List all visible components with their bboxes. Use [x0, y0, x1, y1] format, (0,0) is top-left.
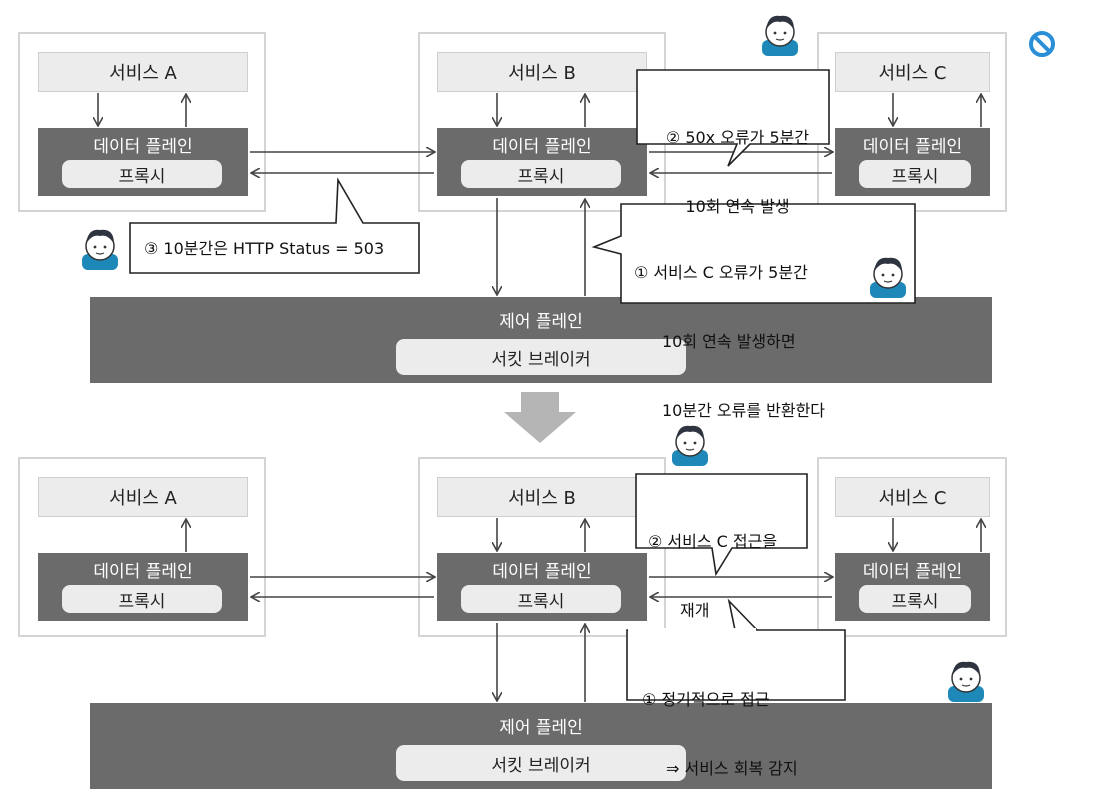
service-a-box: 서비스 A [38, 52, 248, 92]
data-plane-a: 데이터 플레인 프록시 [38, 553, 248, 621]
data-plane-b: 데이터 플레인 프록시 [437, 128, 647, 196]
control-plane: 제어 플레인 서킷 브레이커 [90, 297, 992, 383]
proxy-c: 프록시 [859, 160, 971, 188]
data-plane-a: 데이터 플레인 프록시 [38, 128, 248, 196]
note-3-text: ③ 10분간은 HTTP Status = 503 [144, 239, 385, 258]
proxy-a: 프록시 [62, 585, 222, 613]
note-2-line-2: 재개 [680, 601, 710, 620]
note-2-text: ② 50x 오류가 5분간 10회 연속 발생 [650, 80, 825, 241]
person-avatar-icon [82, 229, 118, 270]
service-c-box: 서비스 C [835, 52, 990, 92]
bubble-note-1 [591, 203, 916, 304]
note-2-line-1: ② 50x 오류가 5분간 [665, 128, 810, 147]
data-plane-c: 데이터 플레인 프록시 [835, 128, 990, 196]
bottom-vertical-arrows [186, 518, 981, 702]
proxy-a: 프록시 [62, 160, 222, 188]
transition-arrow-icon [504, 392, 576, 443]
note-1-line-3: 10분간 오류를 반환한다 [662, 401, 826, 420]
person-avatar-icon [672, 425, 708, 466]
note-2-text: ② 서비스 C 접근을 재개 [648, 484, 808, 645]
control-plane: 제어 플레인 서킷 브레이커 [90, 703, 992, 789]
note-2-line-2: 10회 연속 발생 [685, 197, 790, 216]
data-plane-label: 데이터 플레인 [93, 137, 193, 157]
bubble-note-1 [626, 598, 846, 701]
data-plane-label: 데이터 플레인 [492, 562, 592, 582]
note-1-text: ① 정기적으로 접근 ⇒ 서비스 회복 감지 [642, 642, 842, 803]
service-b-box: 서비스 B [437, 477, 647, 517]
data-plane-c: 데이터 플레인 프록시 [835, 553, 990, 621]
bubble-note-2 [636, 69, 830, 167]
circuit-breaker: 서킷 브레이커 [396, 745, 686, 781]
person-avatar-icon [762, 15, 798, 56]
person-avatar-icon [948, 661, 984, 702]
note-1-line-2: ⇒ 서비스 회복 감지 [666, 759, 798, 778]
no-entry-icon [1029, 31, 1055, 57]
service-a-box: 서비스 A [38, 477, 248, 517]
data-plane-label: 데이터 플레인 [93, 562, 193, 582]
proxy-b: 프록시 [461, 585, 621, 613]
data-plane-label: 데이터 플레인 [862, 562, 963, 582]
bubble-note-2 [635, 473, 808, 577]
note-1-text: ① 서비스 C 오류가 5분간 10회 연속 발생하면 10분간 오류를 반환한… [634, 215, 914, 445]
person-avatar-icon [870, 257, 906, 298]
data-plane-label: 데이터 플레인 [492, 137, 592, 157]
circuit-breaker: 서킷 브레이커 [396, 339, 686, 375]
data-plane-b: 데이터 플레인 프록시 [437, 553, 647, 621]
proxy-b: 프록시 [461, 160, 621, 188]
service-b-box: 서비스 B [437, 52, 647, 92]
note-1-line-1: ① 정기적으로 접근 [642, 690, 770, 709]
control-plane-label: 제어 플레인 [499, 718, 583, 738]
bubble-note-3 [129, 177, 420, 274]
data-plane-label: 데이터 플레인 [862, 137, 963, 157]
control-plane-label: 제어 플레인 [499, 312, 583, 332]
top-vertical-arrows [98, 93, 981, 296]
note-2-line-1: ② 서비스 C 접근을 [648, 532, 778, 551]
service-c-box: 서비스 C [835, 477, 990, 517]
proxy-c: 프록시 [859, 585, 971, 613]
note-1-line-1: ① 서비스 C 오류가 5분간 [634, 263, 808, 282]
note-1-line-2: 10회 연속 발생하면 [662, 332, 796, 351]
